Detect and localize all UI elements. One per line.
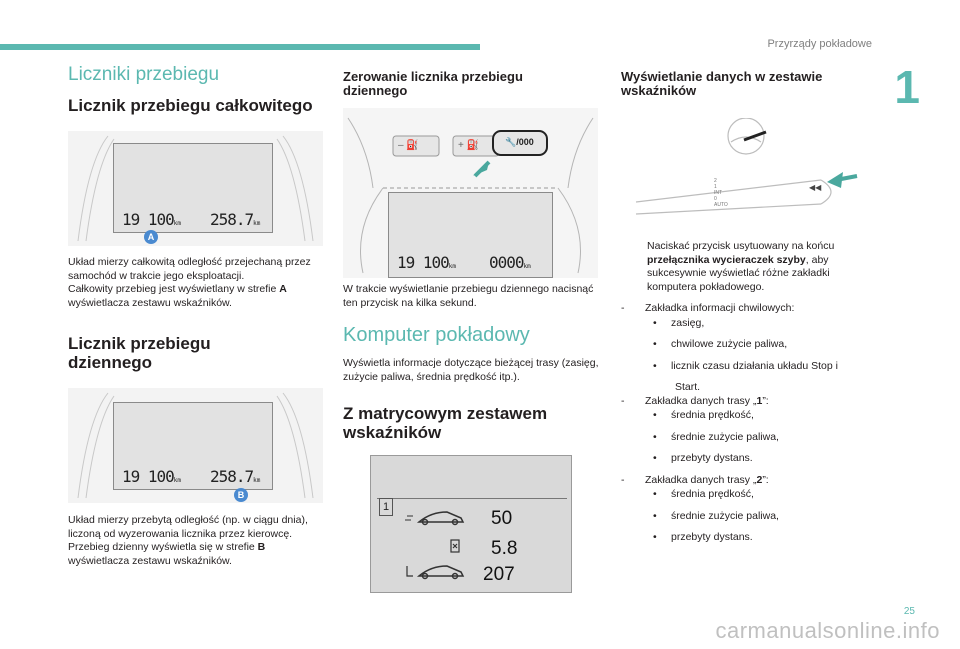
- reset-button[interactable]: 🔧/000: [505, 137, 534, 147]
- total-description: Układ mierzy całkowitą odległość przejec…: [68, 256, 311, 282]
- stalk-positions: 2 1 INT 0 AUTO: [714, 178, 728, 208]
- matrix-display: 1 50 5.8 207: [370, 455, 572, 593]
- gauge-arcs: [77, 135, 314, 242]
- section-title: Przyrządy pokładowe: [767, 38, 872, 50]
- zone-a-badge: A: [144, 230, 158, 244]
- header-bar: [0, 44, 480, 50]
- lcd-display-b: 19 100km 258.7km: [113, 402, 273, 490]
- daily-description: Układ mierzy przebytą odległość (np. w c…: [68, 514, 308, 540]
- wiper-stalk-illustration: ◀◀ 2 1 INT 0 AUTO: [621, 117, 876, 230]
- matrix-value-distance: 207: [483, 564, 515, 585]
- instrument-cluster-b: 19 100km 258.7km B: [68, 388, 323, 503]
- zone-b-badge: B: [234, 488, 248, 502]
- temp-tab-item: - Zakładka informacji chwilowych: zasięg…: [621, 302, 866, 395]
- chapter-number: 1: [894, 61, 920, 113]
- matrix-tab-number: 1: [379, 498, 393, 516]
- press-instruction: Naciskać przycisk usytuowany na końcu pr…: [647, 240, 835, 293]
- watermark: carmanualsonline.info: [715, 618, 940, 643]
- column-odometers: Liczniki przebiegu Licznik przebiegu cał…: [68, 64, 328, 115]
- instrument-cluster-a: 19 100km 258.7km A: [68, 131, 323, 246]
- trip-value-reset: 0000: [489, 253, 525, 272]
- car-range-icon: [405, 511, 465, 526]
- instructions-list: Naciskać przycisk usytuowany na końcu pr…: [621, 240, 866, 545]
- reset-illustration: – ⛽ + ⛽ 🔧/000 19 100km 0000km: [343, 108, 598, 278]
- button-plus-icon: + ⛽: [458, 140, 480, 151]
- total-heading: Licznik przebiegu całkowitego: [68, 96, 313, 115]
- reset-description: W trakcie wyświetlanie przebiegu dzienne…: [343, 283, 594, 309]
- computer-title: Komputer pokładowy: [343, 324, 530, 346]
- button-minus-icon: – ⛽: [398, 140, 419, 151]
- total-odometer-value: 19 100: [122, 210, 175, 229]
- daily-zone-note: Przebieg dzienny wyświetla się w strefie…: [68, 541, 266, 567]
- odometer-value-b: 19 100: [122, 467, 175, 486]
- lcd-display-a: 19 100km 258.7km: [113, 143, 273, 233]
- trip2-tab-item: - Zakładka danych trasy „2”: średnia prę…: [621, 474, 866, 545]
- trip-value-b: 258.7: [210, 467, 254, 486]
- page-number: 25: [903, 606, 915, 617]
- svg-text:◀◀: ◀◀: [809, 183, 822, 192]
- car-distance-icon: [406, 565, 465, 580]
- section-title-odometers: Liczniki przebiegu: [68, 64, 220, 85]
- lcd-display-reset: 19 100km 0000km: [388, 192, 553, 278]
- fuel-consumption-icon: [450, 539, 460, 553]
- trip-value-a: 258.7: [210, 210, 254, 229]
- matrix-value-range: 50: [491, 508, 513, 529]
- total-zone-note: Całkowity przebieg jest wyświetlany w st…: [68, 283, 287, 309]
- odometer-value-reset: 19 100: [397, 253, 450, 272]
- matrix-value-consumption: 5.8: [491, 538, 518, 559]
- trip1-tab-item: - Zakładka danych trasy „1”: średnia prę…: [621, 395, 866, 466]
- computer-description: Wyświetla informacje dotyczące bieżącej …: [343, 357, 599, 383]
